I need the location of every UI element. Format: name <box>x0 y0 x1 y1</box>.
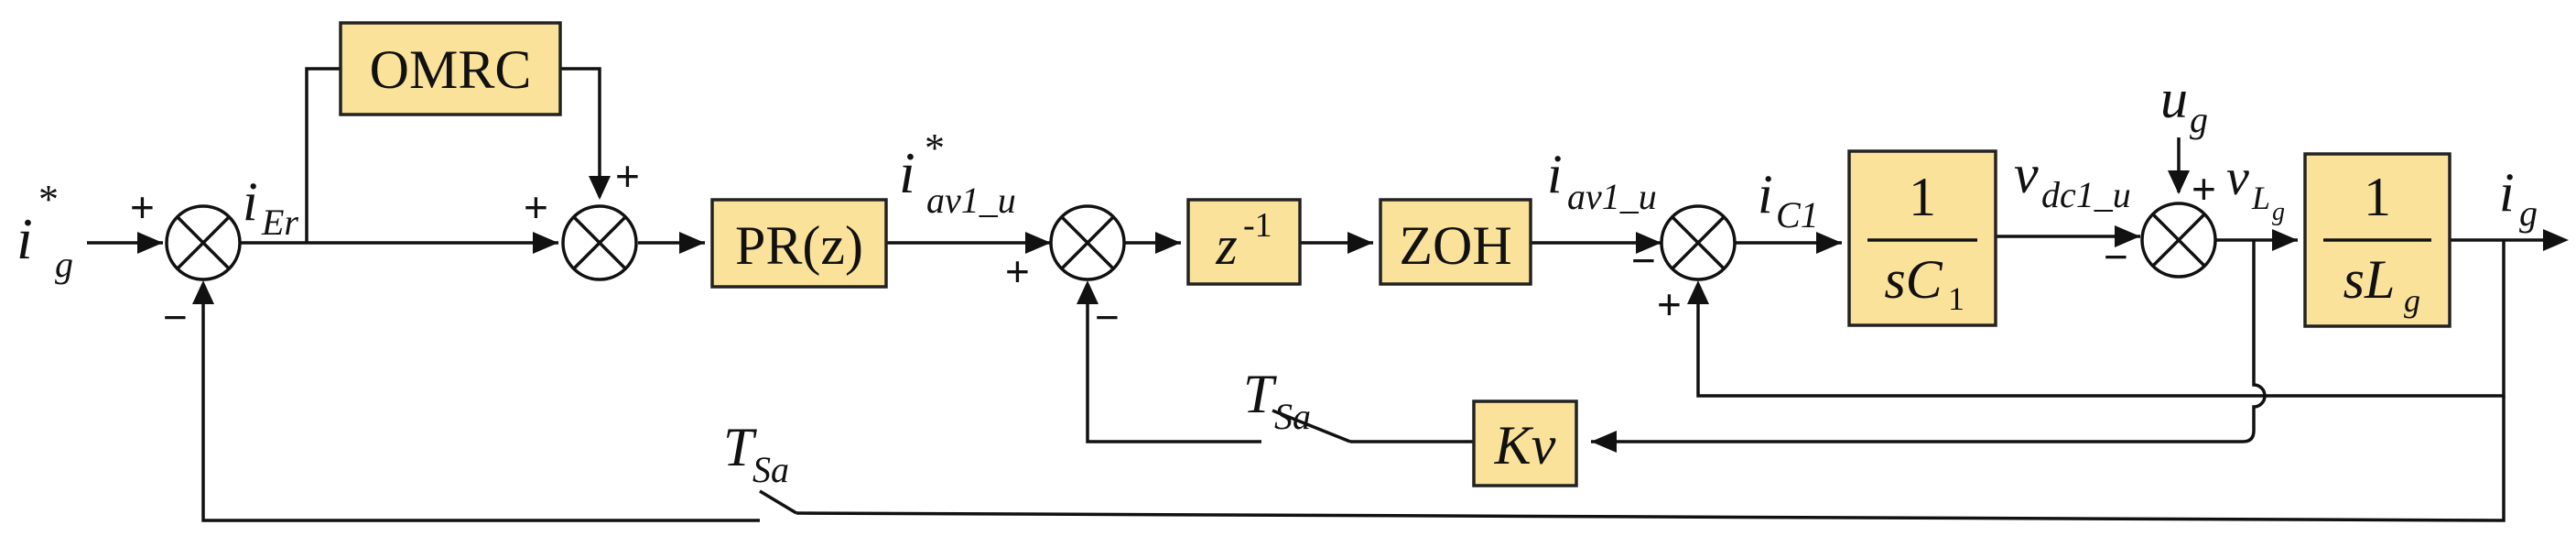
svg-text:g: g <box>55 244 73 285</box>
summing-junction-5 <box>2140 202 2217 279</box>
svg-text:*: * <box>925 126 945 170</box>
svg-text:g: g <box>2519 192 2538 234</box>
label-vlg: v L g <box>2226 149 2285 226</box>
inductor-denominator-sub: g <box>2404 282 2420 319</box>
svg-text:*: * <box>38 177 59 222</box>
svg-text:i: i <box>1758 164 1773 224</box>
svg-text:v: v <box>2014 144 2039 204</box>
summing-junction-2 <box>561 204 638 281</box>
sign-s2-omrc: + <box>615 152 640 200</box>
svg-text:Sa: Sa <box>1274 396 1311 437</box>
svg-text:i: i <box>899 140 915 205</box>
svg-text:T: T <box>1243 364 1277 424</box>
signal-wires <box>87 67 2552 522</box>
svg-text:Er: Er <box>261 202 298 243</box>
kv-block: Kv <box>1472 399 1578 487</box>
sign-s3-in: + <box>1005 247 1030 295</box>
capacitor-denominator-sub: 1 <box>1948 280 1964 317</box>
summing-junction-4 <box>1660 204 1737 281</box>
pr-label: PR(z) <box>735 215 863 276</box>
svg-text:Sa: Sa <box>752 449 789 490</box>
delay-exponent: -1 <box>1243 206 1272 245</box>
sign-s3-fb: − <box>1095 293 1120 341</box>
svg-text:i: i <box>16 206 33 271</box>
label-ig-star: i * g <box>16 177 73 285</box>
capacitor-block: 1 sC 1 <box>1847 149 1997 327</box>
sign-s5-in: − <box>2104 233 2128 280</box>
label-vdc1u: v dc1_u <box>2014 144 2131 215</box>
summing-junction-3 <box>1049 204 1126 281</box>
label-ug: u g <box>2160 69 2208 140</box>
omrc-block: OMRC <box>339 21 562 116</box>
label-ier: i Er <box>243 171 298 243</box>
inductor-block: 1 sL g <box>2303 152 2452 328</box>
svg-text:v: v <box>2226 149 2249 206</box>
junction-signs: + − + + + − − + − + <box>130 152 2216 341</box>
label-ig: i g <box>2499 162 2538 234</box>
svg-text:i: i <box>243 171 258 232</box>
svg-text:av1_u: av1_u <box>926 180 1016 221</box>
svg-text:T: T <box>723 417 757 477</box>
sign-s4-in: − <box>1631 236 1656 284</box>
label-tsa-inner: T Sa <box>1243 364 1311 437</box>
label-iav1u-star: i * av1_u <box>899 126 1016 221</box>
sign-s5-ug: + <box>2192 165 2216 213</box>
svg-text:C1: C1 <box>1776 194 1819 235</box>
delay-label: z <box>1215 215 1237 276</box>
zoh-block: ZOH <box>1379 198 1532 286</box>
label-tsa-outer: T Sa <box>723 417 789 490</box>
inductor-denominator: sL <box>2343 249 2396 310</box>
kv-label: Kv <box>1494 415 1556 476</box>
sign-s4-fb: + <box>1657 280 1682 328</box>
sign-s1-fb: − <box>163 293 188 341</box>
svg-text:i: i <box>2499 162 2515 223</box>
capacitor-numerator: 1 <box>1909 167 1936 227</box>
label-iav1u: i av1_u <box>1547 144 1657 217</box>
omrc-label: OMRC <box>370 39 532 100</box>
pr-controller-block: PR(z) <box>710 198 888 289</box>
inductor-numerator: 1 <box>2364 167 2391 227</box>
sign-s1-in: + <box>130 183 155 231</box>
svg-text:av1_u: av1_u <box>1567 176 1657 217</box>
svg-text:i: i <box>1547 144 1563 204</box>
svg-text:dc1_u: dc1_u <box>2041 174 2131 215</box>
svg-text:g: g <box>2190 99 2208 140</box>
delay-block: z -1 <box>1186 198 1302 286</box>
arrowheads <box>137 170 2569 453</box>
svg-text:L: L <box>2251 180 2270 216</box>
sign-s2-in: + <box>524 183 548 231</box>
svg-text:g: g <box>2272 198 2285 226</box>
signal-labels: i * g i Er i * av1_u i av1_u i C1 v dc1_… <box>16 69 2538 490</box>
svg-text:u: u <box>2160 69 2188 129</box>
summing-junction-1 <box>165 204 242 281</box>
zoh-label: ZOH <box>1399 215 1511 276</box>
label-ic1: i C1 <box>1758 164 1819 235</box>
capacitor-denominator: sC <box>1884 249 1943 310</box>
